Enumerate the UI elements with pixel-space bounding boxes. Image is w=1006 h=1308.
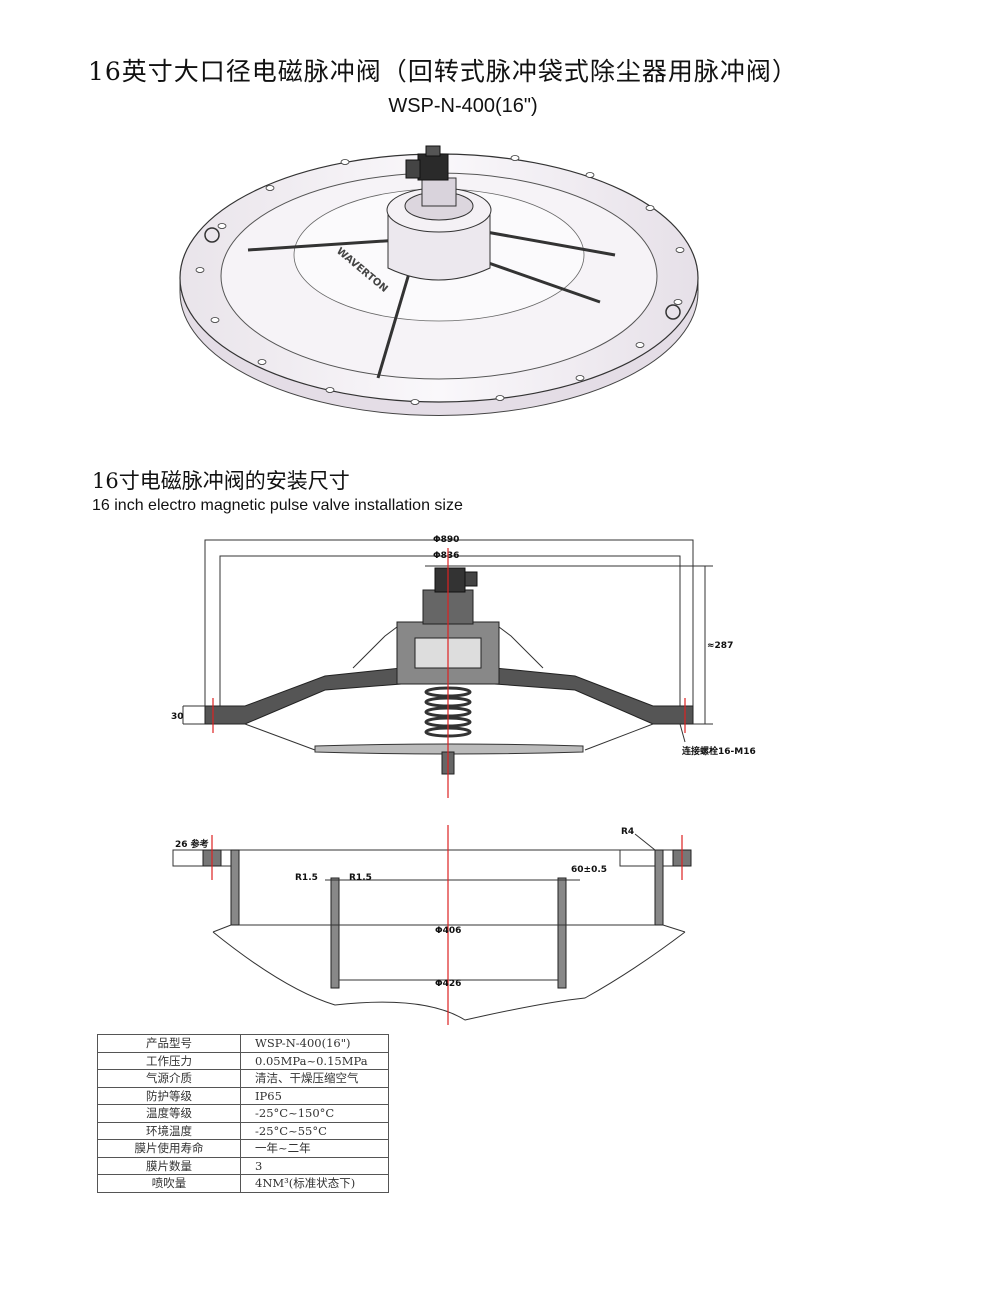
dim-inner-diameter: Φ836 (433, 551, 459, 561)
dim-height: ≈287 (707, 641, 733, 651)
dim-depth: 60±0.5 (571, 865, 607, 875)
product-illustration: WAVERTON (179, 145, 699, 416)
spec-value: -25°C~150°C (240, 1104, 389, 1123)
section-title-cn: 16寸电磁脉冲阀的安装尺寸 (92, 469, 350, 493)
installation-drawing-bottom: 26 参考 R4 R1.5 R1.5 60±0.5 Φ406 Φ426 (172, 825, 692, 1025)
ref-note: 26 参考 (175, 838, 209, 850)
spec-key: 膜片使用寿命 (97, 1139, 241, 1158)
spec-value: 4NM³(标准状态下) (240, 1174, 389, 1193)
bolt-note: 连接螺栓16-M16 (682, 745, 756, 757)
radius-r4: R4 (621, 827, 634, 837)
spec-key: 产品型号 (97, 1034, 241, 1053)
installation-drawing-top: Φ890 Φ836 ≈287 30 Φ6 连接螺栓16-M16 (171, 535, 756, 798)
spec-row: 膜片使用寿命一年~二年 (97, 1139, 389, 1158)
section-title-en: 16 inch electro magnetic pulse valve ins… (92, 497, 463, 514)
dim-diameter-406: Φ406 (435, 926, 461, 936)
page-title: 16英寸大口径电磁脉冲阀（回转式脉冲袋式除尘器用脉冲阀） (88, 57, 798, 86)
radius-right: R1.5 (349, 873, 372, 883)
radius-left: R1.5 (295, 873, 318, 883)
spec-row: 环境温度-25°C~55°C (97, 1121, 389, 1140)
spec-value: 3 (240, 1156, 389, 1175)
spec-value: 清洁、干燥压缩空气 (240, 1069, 389, 1088)
spec-key: 环境温度 (97, 1121, 241, 1140)
dim-diameter-426: Φ426 (435, 979, 461, 989)
dim-thickness: 30 (171, 712, 184, 722)
spec-value: -25°C~55°C (240, 1121, 389, 1140)
dim-outer-diameter: Φ890 (433, 535, 459, 545)
spec-key: 工作压力 (97, 1051, 241, 1070)
spec-value: 0.05MPa~0.15MPa (240, 1051, 389, 1070)
spec-key: 喷吹量 (97, 1174, 241, 1193)
spec-value: 一年~二年 (240, 1139, 389, 1158)
spec-row: 温度等级-25°C~150°C (97, 1104, 389, 1123)
spec-key: 温度等级 (97, 1104, 241, 1123)
spec-key: 气源介质 (97, 1069, 241, 1088)
spec-key: 膜片数量 (97, 1156, 241, 1175)
model-subtitle: WSP-N-400(16") (388, 95, 538, 117)
spec-row: 气源介质清洁、干燥压缩空气 (97, 1069, 389, 1088)
spec-value: IP65 (240, 1086, 389, 1105)
spec-key: 防护等级 (97, 1086, 241, 1105)
spec-value: WSP-N-400(16") (240, 1034, 389, 1053)
